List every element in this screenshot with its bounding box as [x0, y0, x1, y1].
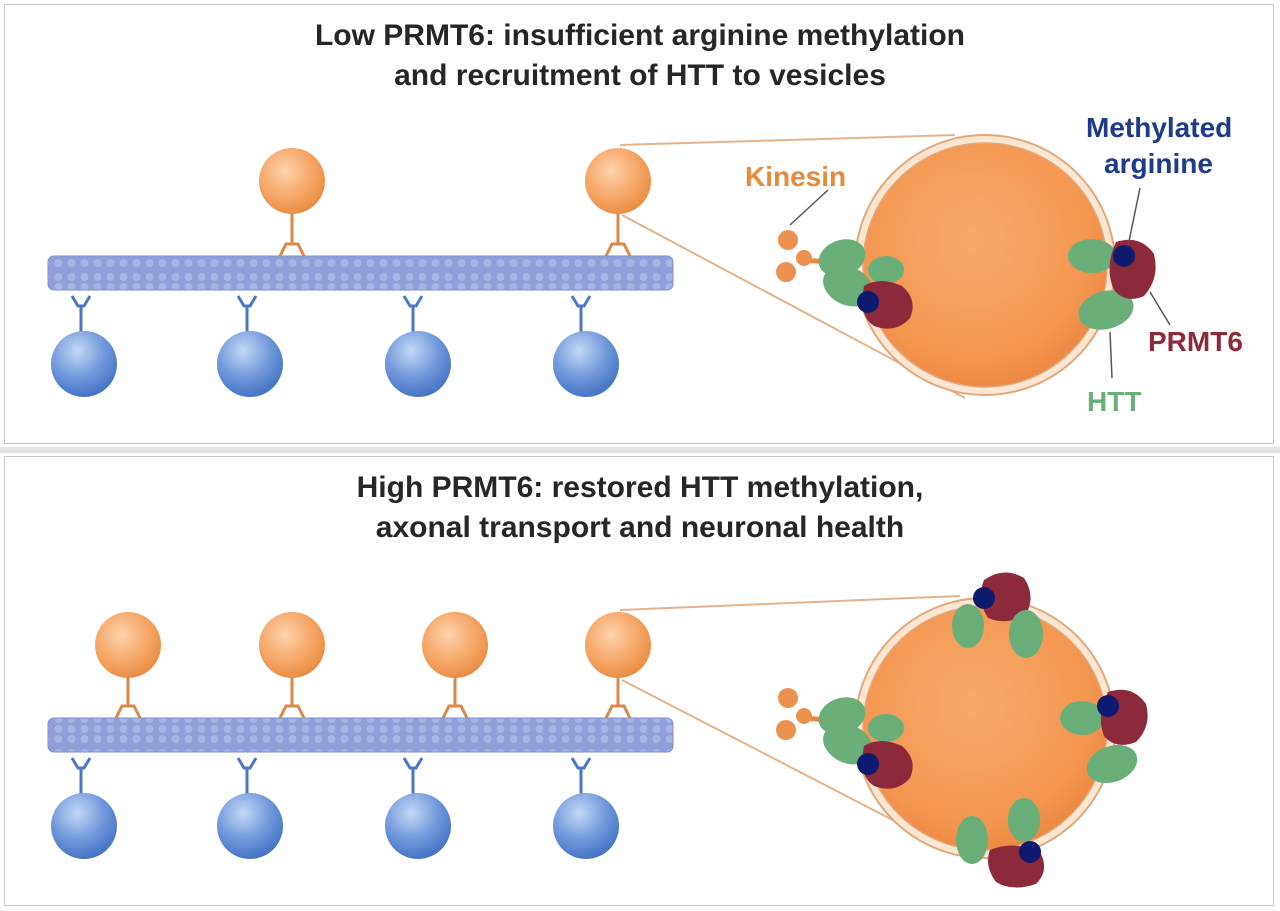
low-prmt6-title: Low PRMT6: insufficient arginine methyla…: [0, 16, 1280, 96]
high-prmt6-title-line1: High PRMT6: restored HTT methylation,: [356, 471, 924, 504]
kinesin-motor: [776, 230, 833, 282]
htt-prmt6-complex: [1060, 689, 1148, 784]
htt-prmt6-complex: [818, 697, 913, 789]
htt-prmt6-complex: [818, 239, 913, 329]
prmt6-label: PRMT6: [1148, 326, 1243, 357]
cargo-vesicle: [585, 612, 651, 719]
cargo-vesicle: [95, 612, 161, 719]
high-prmt6-title-line2: axonal transport and neuronal health: [375, 511, 905, 544]
htt-label: HTT: [1087, 386, 1141, 417]
zoom-line-top-a: [619, 134, 956, 146]
dynein-vesicle: [385, 757, 451, 859]
dynein-vesicle: [553, 757, 619, 859]
methylated-arginine-label-line2: arginine: [1104, 148, 1213, 179]
cargo-vesicle: [585, 148, 651, 257]
low-zoomed-vesicle: Kinesin Methylated arginine PRMT6 HTT: [745, 112, 1243, 417]
panel-divider: [0, 447, 1280, 453]
dynein-vesicle: [385, 295, 451, 397]
cargo-vesicle: [259, 148, 325, 257]
htt-prmt6-complex: [956, 798, 1045, 888]
dynein-vesicle: [553, 295, 619, 397]
prmt6-pointer: [1149, 291, 1171, 326]
kinesin-label: Kinesin: [745, 161, 846, 192]
dynein-vesicle: [217, 295, 283, 397]
dynein-vesicle: [51, 295, 117, 397]
dynein-vesicle: [51, 757, 117, 859]
dynein-vesicle: [217, 757, 283, 859]
microtubule: [47, 255, 674, 291]
high-zoomed-vesicle: [776, 572, 1148, 888]
cargo-vesicle: [259, 612, 325, 719]
htt-prmt6-complex: [1068, 239, 1156, 330]
kinesin-pointer: [789, 189, 829, 226]
cargo-vesicle: [422, 612, 488, 719]
high-prmt6-title: High PRMT6: restored HTT methylation, ax…: [0, 468, 1280, 548]
microtubule: [47, 717, 674, 753]
htt-pointer: [1109, 331, 1113, 379]
methylated-arginine-label-line1: Methylated: [1086, 112, 1232, 143]
zoom-line-bottom-a: [619, 595, 961, 611]
high-axon-group: [47, 595, 971, 861]
htt-prmt6-complex: [952, 572, 1043, 658]
low-prmt6-title-line2: and recruitment of HTT to vesicles: [394, 59, 886, 92]
methylated-pointer: [1127, 187, 1141, 247]
low-prmt6-title-line1: Low PRMT6: insufficient arginine methyla…: [314, 19, 966, 52]
